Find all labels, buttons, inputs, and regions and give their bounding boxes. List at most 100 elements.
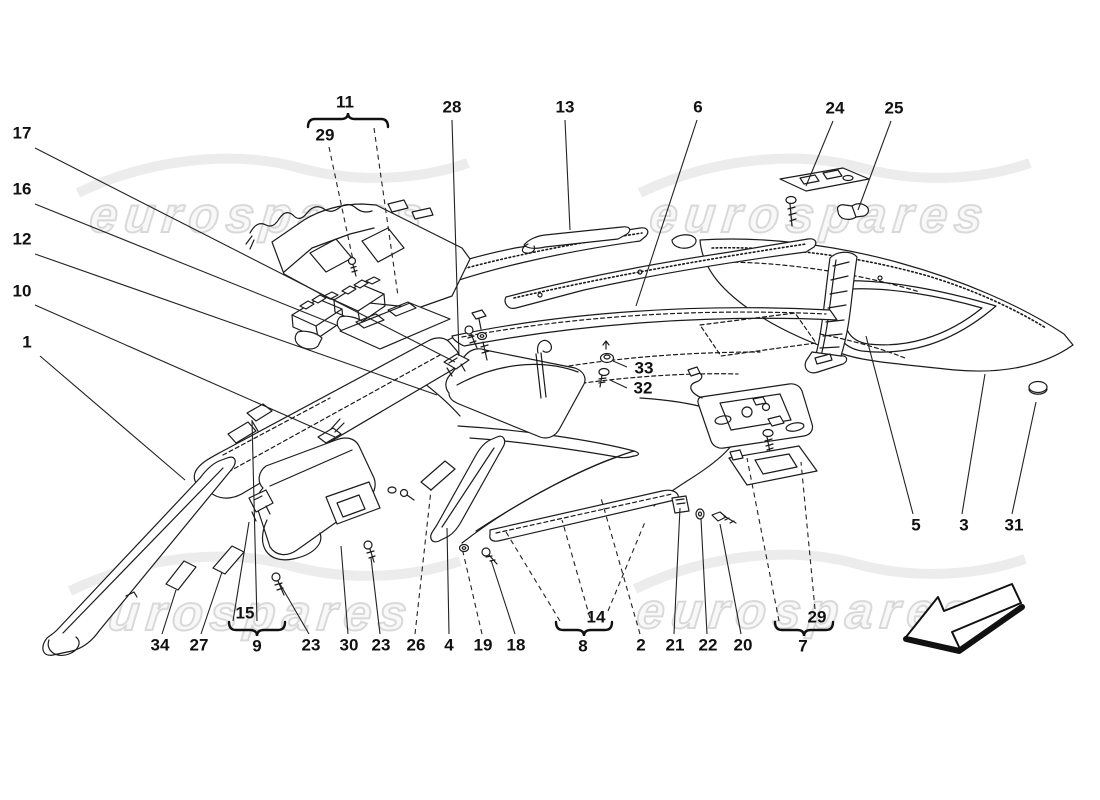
part-callout-20: 20 bbox=[733, 635, 753, 655]
leader-line-4 bbox=[446, 527, 450, 635]
leader-line-34 bbox=[161, 589, 177, 635]
part-callout-12: 12 bbox=[12, 229, 32, 249]
part-callout-19: 19 bbox=[473, 635, 493, 655]
sun-visor-right bbox=[443, 339, 586, 439]
part-callout-15: 15 bbox=[235, 603, 255, 623]
leader-line-20 bbox=[719, 523, 742, 635]
leader-line-2 bbox=[600, 497, 641, 635]
leader-line-3 bbox=[961, 373, 986, 515]
switch-block bbox=[291, 291, 344, 350]
leader-line-33 bbox=[612, 360, 628, 368]
leader-line-21 bbox=[673, 507, 681, 635]
leader-line-10 bbox=[34, 304, 336, 438]
leader-line-23 bbox=[279, 583, 310, 635]
interior-lamp-assembly bbox=[687, 366, 818, 486]
part-callout-25: 25 bbox=[884, 98, 904, 118]
part-callout-29: 29 bbox=[315, 125, 335, 145]
leader-line-13 bbox=[564, 119, 571, 231]
leader-line-1 bbox=[39, 355, 186, 481]
leader-line-25 bbox=[857, 120, 892, 211]
leader-line-6 bbox=[635, 119, 698, 307]
leader-line-7 bbox=[800, 461, 816, 610]
leader-line-8 bbox=[561, 519, 591, 619]
rear-roof-panel bbox=[699, 238, 1074, 372]
part-callout-30: 30 bbox=[339, 635, 359, 655]
leader-line-12 bbox=[34, 253, 438, 396]
c-pillar-trim bbox=[430, 435, 506, 565]
leader-line-11 bbox=[373, 127, 399, 297]
swoosh-graphic bbox=[637, 153, 1032, 198]
part-callout-24: 24 bbox=[825, 98, 845, 118]
assembly-brace-7 bbox=[773, 620, 835, 637]
leader-line-14 bbox=[607, 521, 646, 612]
grommet-cap bbox=[1028, 380, 1048, 395]
part-callout-23: 23 bbox=[371, 635, 391, 655]
leader-line-26 bbox=[414, 489, 432, 635]
part-callout-22: 22 bbox=[698, 635, 718, 655]
part-callout-8: 8 bbox=[578, 636, 588, 656]
leader-line-17 bbox=[34, 147, 456, 363]
part-callout-31: 31 bbox=[1004, 515, 1024, 535]
part-callout-29: 29 bbox=[807, 607, 827, 627]
leader-line-31 bbox=[1011, 401, 1037, 515]
leader-line-29 bbox=[328, 146, 354, 261]
part-callout-32: 32 bbox=[633, 378, 653, 398]
leader-line-16 bbox=[34, 203, 337, 326]
leader-line-23 bbox=[370, 557, 381, 635]
part-callout-14: 14 bbox=[586, 607, 606, 627]
fasteners bbox=[271, 309, 490, 596]
part-callout-28: 28 bbox=[442, 97, 462, 117]
direction-arrow-icon bbox=[903, 583, 1025, 654]
part-callout-17: 17 bbox=[12, 123, 32, 143]
front-roof-trim bbox=[504, 234, 817, 309]
leader-line-7 bbox=[746, 457, 780, 622]
leader-line-5 bbox=[865, 335, 914, 515]
leader-line-32 bbox=[609, 379, 628, 389]
part-callout-6: 6 bbox=[693, 97, 703, 117]
cant-rail-strip bbox=[489, 489, 737, 542]
part-callout-3: 3 bbox=[959, 515, 969, 535]
leader-line-27 bbox=[200, 571, 223, 635]
assembly-brace-8 bbox=[554, 620, 614, 637]
part-callout-1: 1 bbox=[22, 332, 32, 352]
leader-line-22 bbox=[700, 518, 708, 635]
a-pillar-trim-lower bbox=[42, 456, 236, 656]
part-callout-27: 27 bbox=[189, 635, 209, 655]
part-callout-2: 2 bbox=[636, 635, 646, 655]
leader-line-18 bbox=[490, 559, 516, 635]
swoosh-graphic bbox=[75, 153, 470, 198]
part-callout-11: 11 bbox=[336, 92, 354, 112]
leader-line-30 bbox=[340, 545, 349, 635]
brace-layer bbox=[227, 112, 835, 637]
part-callout-18: 18 bbox=[506, 635, 526, 655]
assembly-brace-11 bbox=[306, 112, 390, 129]
b-pillar-trim bbox=[804, 251, 858, 374]
leader-line-9 bbox=[232, 521, 250, 622]
part-callout-33: 33 bbox=[634, 358, 654, 378]
sun-visor-left bbox=[248, 437, 381, 561]
part-callout-34: 34 bbox=[150, 635, 170, 655]
hex-bolt bbox=[598, 367, 610, 388]
header-strip bbox=[521, 226, 631, 254]
part-callout-16: 16 bbox=[12, 179, 32, 199]
adhesive-pads bbox=[165, 460, 456, 591]
flanged-nut bbox=[599, 340, 615, 364]
leader-line-layer bbox=[34, 119, 1037, 635]
part-callout-21: 21 bbox=[665, 635, 685, 655]
part-callout-23: 23 bbox=[301, 635, 321, 655]
part-callout-4: 4 bbox=[444, 635, 454, 655]
part-callout-7: 7 bbox=[798, 636, 808, 656]
overhead-console-assembly bbox=[245, 199, 478, 350]
part-callout-9: 9 bbox=[252, 636, 262, 656]
part-callout-13: 13 bbox=[555, 97, 575, 117]
roof-bracket-plate bbox=[779, 167, 870, 227]
part-callout-5: 5 bbox=[911, 515, 921, 535]
part-callout-10: 10 bbox=[12, 281, 32, 301]
swoosh-graphic bbox=[632, 549, 1027, 594]
leader-line-24 bbox=[805, 120, 834, 187]
part-callout-26: 26 bbox=[406, 635, 426, 655]
retaining-clip bbox=[836, 203, 870, 220]
